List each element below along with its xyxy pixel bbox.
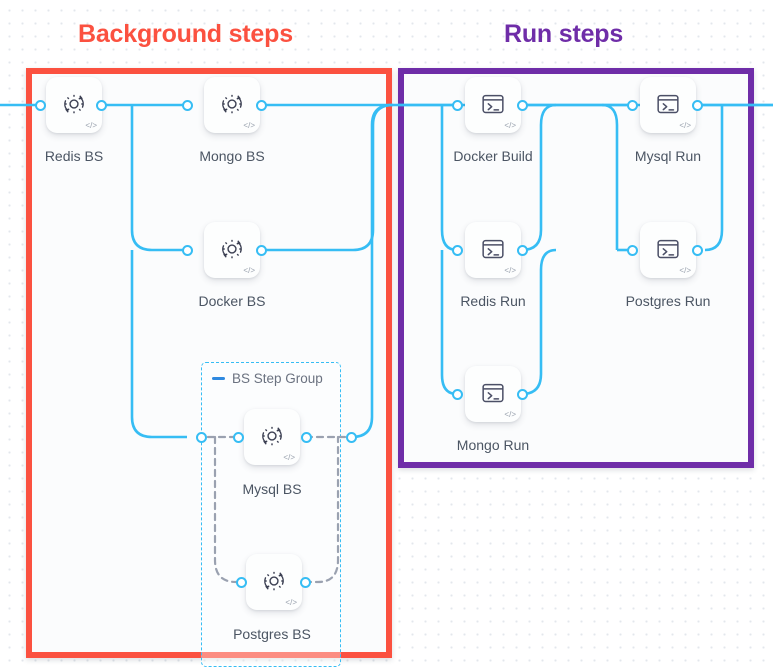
node-label-redis-run: Redis Run [460, 293, 526, 309]
port-postgres-run-out[interactable] [692, 245, 703, 256]
port-redis-run-in[interactable] [452, 245, 463, 256]
stage-title-background-steps: Background steps [78, 20, 293, 48]
node-postgres-run[interactable]: </> [640, 222, 696, 278]
stage-title-run-steps: Run steps [504, 20, 624, 48]
port-bs-step-group-out[interactable] [346, 432, 357, 443]
port-postgres-run-in[interactable] [627, 245, 638, 256]
node-docker-bs[interactable]: </> [204, 222, 260, 278]
port-mongo-run-in[interactable] [452, 389, 463, 400]
port-postgres-bs-out[interactable] [300, 577, 311, 588]
port-docker-bs-out[interactable] [256, 245, 267, 256]
port-mongo-bs-out[interactable] [256, 100, 267, 111]
terminal-icon [482, 383, 504, 402]
node-label-docker-build: Docker Build [453, 148, 533, 164]
port-mongo-bs-in[interactable] [182, 100, 193, 111]
port-redis-bs-out[interactable] [96, 100, 107, 111]
node-label-mongo-run: Mongo Run [456, 437, 530, 453]
node-mysql-bs[interactable]: </> [244, 409, 300, 465]
bs-step-group-container[interactable]: BS Step Group [201, 362, 341, 667]
node-redis-bs[interactable]: </> [46, 77, 102, 133]
code-badge-icon: </> [504, 121, 516, 130]
port-docker-bs-in[interactable] [182, 245, 193, 256]
collapse-dash-icon[interactable] [212, 377, 225, 380]
port-mongo-run-out[interactable] [517, 389, 528, 400]
port-redis-run-out[interactable] [517, 245, 528, 256]
gear-rotate-icon [264, 571, 284, 590]
node-mongo-bs[interactable]: </> [204, 77, 260, 133]
gear-rotate-icon [222, 94, 242, 113]
code-badge-icon: </> [679, 266, 691, 275]
port-mysql-bs-out[interactable] [301, 432, 312, 443]
code-badge-icon: </> [85, 121, 97, 130]
gear-rotate-icon [222, 239, 242, 258]
port-redis-bs-in[interactable] [35, 100, 46, 111]
port-mysql-run-in[interactable] [627, 100, 638, 111]
code-badge-icon: </> [243, 266, 255, 275]
code-badge-icon: </> [679, 121, 691, 130]
node-label-redis-bs: Redis BS [44, 148, 104, 164]
bs-step-group-label: BS Step Group [232, 371, 323, 386]
port-mysql-run-out[interactable] [692, 100, 703, 111]
stage-box-run-steps[interactable] [398, 68, 754, 468]
code-badge-icon: </> [504, 266, 516, 275]
port-bs-step-group-in[interactable] [196, 432, 207, 443]
terminal-icon [657, 239, 679, 258]
node-label-mongo-bs: Mongo BS [199, 148, 265, 164]
terminal-icon [482, 94, 504, 113]
node-redis-run[interactable]: </> [465, 222, 521, 278]
node-mysql-run[interactable]: </> [640, 77, 696, 133]
node-label-postgres-run: Postgres Run [625, 293, 711, 309]
node-docker-build[interactable]: </> [465, 77, 521, 133]
port-docker-build-in[interactable] [452, 100, 463, 111]
node-label-mysql-run: Mysql Run [634, 148, 702, 164]
node-label-mysql-bs: Mysql BS [242, 481, 302, 497]
node-postgres-bs[interactable]: </> [246, 554, 302, 610]
terminal-icon [657, 94, 679, 113]
node-label-docker-bs: Docker BS [198, 293, 266, 309]
code-badge-icon: </> [504, 410, 516, 419]
port-mysql-bs-in[interactable] [233, 432, 244, 443]
code-badge-icon: </> [283, 453, 295, 462]
terminal-icon [482, 239, 504, 258]
port-postgres-bs-in[interactable] [236, 577, 247, 588]
code-badge-icon: </> [243, 121, 255, 130]
bs-step-group-header[interactable]: BS Step Group [212, 371, 323, 386]
node-mongo-run[interactable]: </> [465, 366, 521, 422]
node-label-postgres-bs: Postgres BS [233, 626, 311, 642]
gear-rotate-icon [262, 426, 282, 445]
port-docker-build-out[interactable] [517, 100, 528, 111]
gear-rotate-icon [64, 94, 84, 113]
code-badge-icon: </> [285, 598, 297, 607]
